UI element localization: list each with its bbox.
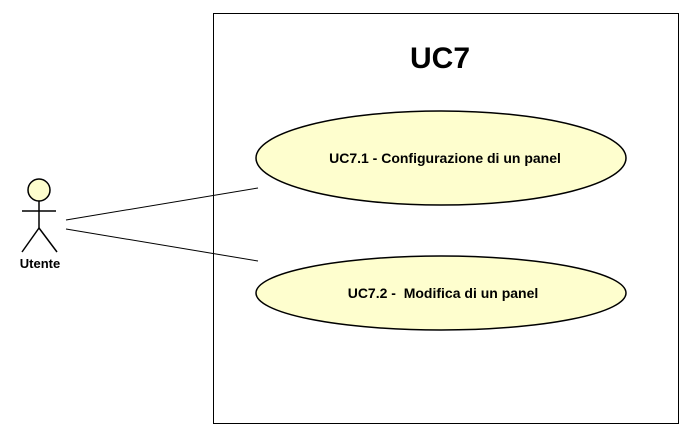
actor[interactable]: Utente (20, 178, 60, 271)
association-line-uc7-2 (65, 228, 259, 262)
use-case-ellipse (255, 110, 627, 206)
association-line-uc7-1 (65, 187, 259, 221)
use-case-uc7-2[interactable]: UC7.2 - Modifica di un panel (255, 255, 627, 331)
actor-left-leg (21, 227, 40, 253)
use-case-label: UC7.2 - Modifica di un panel (348, 285, 539, 301)
use-case-label: UC7.1 - Configurazione di un panel (329, 150, 561, 166)
actor-label: Utente (20, 256, 60, 271)
system-title: UC7 (410, 42, 470, 75)
actor-right-leg (38, 227, 58, 253)
system-boundary (213, 13, 679, 424)
use-case-ellipse (255, 255, 627, 331)
actor-head (27, 178, 51, 202)
use-case-uc7-1[interactable]: UC7.1 - Configurazione di un panel (255, 110, 627, 206)
